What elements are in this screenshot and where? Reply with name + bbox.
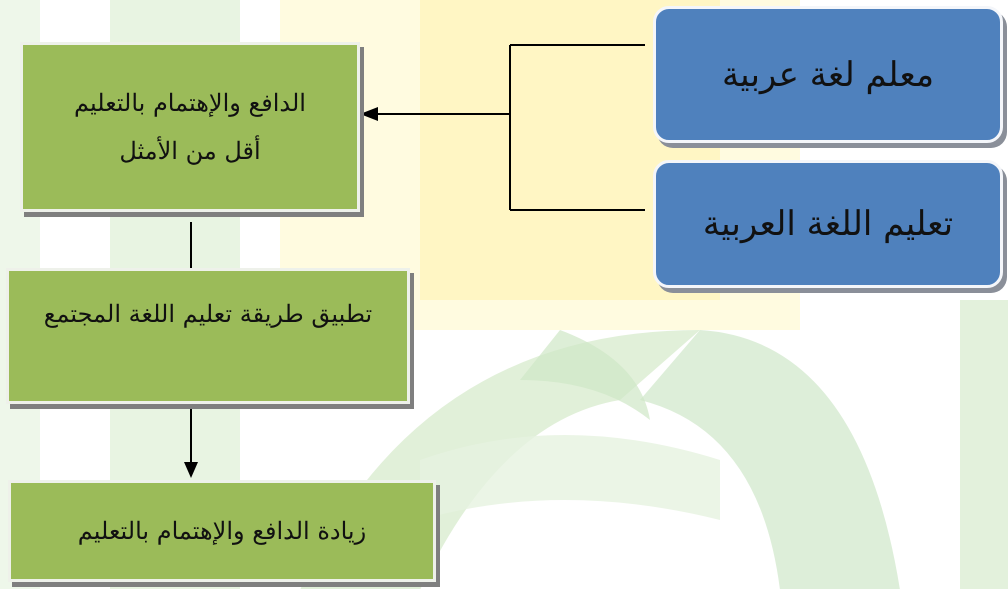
node-increase-motivation-label: زيادة الدافع والإهتمام بالتعليم [77,516,367,545]
node-low-motivation-line2: أقل من الأمثل [119,137,261,165]
node-arabic-teacher-label: معلم لغة عربية [721,54,935,95]
arrowhead-left [360,107,378,121]
node-arabic-teaching: تعليم اللغة العربية [653,160,1003,288]
node-low-motivation: الدافع والإهتمام بالتعليم أقل من الأمثل [20,42,360,212]
node-low-motivation-line1: الدافع والإهتمام بالتعليم [74,88,306,117]
node-arabic-teacher: معلم لغة عربية [653,6,1003,143]
node-increase-motivation: زيادة الدافع والإهتمام بالتعليم [8,480,436,582]
node-apply-method: تطبيق طريقة تعليم اللغة المجتمع [6,268,410,404]
node-arabic-teaching-label: تعليم اللغة العربية [702,204,954,244]
arrowhead-down [184,462,198,478]
node-apply-method-label: تطبيق طريقة تعليم اللغة المجتمع [43,300,373,328]
